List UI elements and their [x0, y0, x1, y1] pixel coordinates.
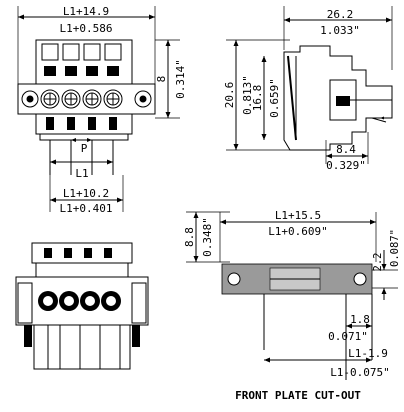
terminal-screw-4 [103, 89, 123, 109]
cutout-offset-mm: 1.8 [350, 313, 370, 326]
cutout-offset-dimension: 1.8 0.071" [328, 313, 372, 343]
side-width-in: 1.033" [320, 24, 360, 37]
pin-offset-dimension: 8.4 0.329" [325, 132, 369, 172]
cutout-height-dimension: 8.8 0.348" [183, 211, 230, 263]
inner-height-dimension: 16.8 0.659" [251, 56, 281, 140]
cutout-length-in: L1-0.075" [330, 366, 390, 379]
side-height-dimension: 20.6 0.813" [223, 39, 290, 151]
top-width-mm: L1+14.9 [63, 5, 109, 18]
side-width-mm: 26.2 [327, 8, 354, 21]
plug-socket-2 [59, 291, 79, 311]
pitch-label: P [81, 142, 88, 155]
plug-socket-3 [80, 291, 100, 311]
cutout-small-in: 0.087" [389, 229, 401, 267]
pin-offset-mm: 8.4 [336, 143, 356, 156]
side-view: 26.2 1.033" 20.6 0.813" 16.8 0.659" [223, 6, 393, 172]
l1-dimension: L1 [50, 159, 113, 180]
inner-height-mm: 16.8 [251, 85, 264, 112]
cutout-small-mm: 2.2 [372, 253, 384, 272]
top-width-dimension: L1+14.9 L1+0.586 [17, 5, 156, 92]
cutout-height-in: 0.348" [201, 217, 214, 257]
front-view: L1+14.9 L1+0.586 [17, 5, 187, 215]
side-height-in: 0.813" [241, 75, 254, 115]
cutout-width-in: L1+0.609" [268, 225, 328, 238]
top-width-in: L1+0.586 [60, 22, 113, 35]
flange-screw-right [134, 90, 152, 108]
terminal-screw-3 [82, 89, 102, 109]
bottom-width-in: L1+0.401 [60, 202, 113, 215]
cutout-caption: FRONT PLATE CUT-OUT [235, 389, 361, 402]
terminal-screw-1 [40, 89, 60, 109]
side-height-mm: 20.6 [223, 82, 236, 109]
cutout-length-mm: L1-1.9 [348, 347, 388, 360]
plug-view [15, 242, 149, 370]
terminal-screw-2 [61, 89, 81, 109]
l1-label: L1 [75, 167, 88, 180]
height-in: 0.314" [174, 59, 187, 99]
flange-screw-left [21, 90, 39, 108]
cutout-small-dimension: 2.2 0.087" [372, 229, 401, 300]
side-width-dimension: 26.2 1.033" [283, 6, 393, 70]
inner-height-in: 0.659" [268, 78, 281, 118]
plug-socket-4 [101, 291, 121, 311]
pin-offset-in: 0.329" [326, 159, 366, 172]
cutout-width-mm: L1+15.5 [275, 209, 321, 222]
height-mm: 8 [155, 76, 168, 83]
front-plate-cutout: L1+15.5 L1+0.609" 8.8 0.348" 2.2 [183, 209, 401, 402]
pitch-dimension: P [71, 138, 92, 155]
height-dimension: 8 0.314" [155, 39, 187, 119]
cutout-length-dimension: L1-1.9 L1-0.075" [264, 347, 390, 379]
bottom-width-dimension: L1+10.2 L1+0.401 [49, 175, 124, 215]
cutout-height-mm: 8.8 [183, 227, 196, 247]
cutout-offset-in: 0.071" [328, 330, 368, 343]
bottom-width-mm: L1+10.2 [63, 187, 109, 200]
plug-socket-1 [38, 291, 58, 311]
cutout-width-dimension: L1+15.5 L1+0.609" [219, 209, 377, 262]
